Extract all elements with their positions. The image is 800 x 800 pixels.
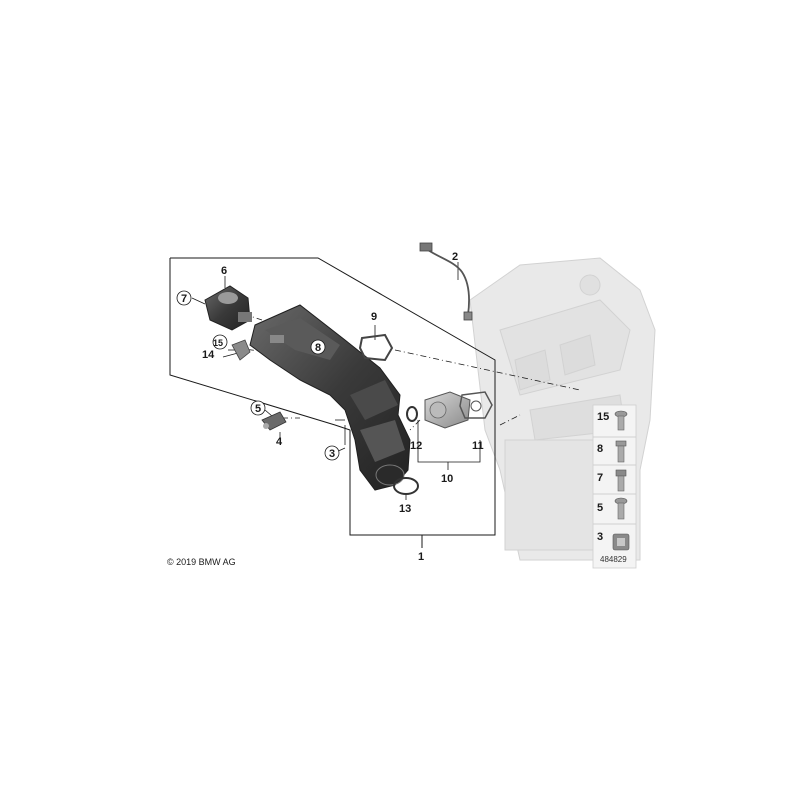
diagram-id: 484829 [600,555,627,564]
sensor-part [261,411,287,431]
callout-3: 3 [329,448,335,460]
callout-8: 8 [315,342,321,354]
actuator-part [204,285,252,331]
callout-5: 5 [255,403,261,415]
callout-14: 14 [202,349,215,361]
callout-9: 9 [371,311,377,323]
callout-11: 11 [472,440,484,452]
callout-4: 4 [276,436,283,448]
screw-15-icon [614,410,628,431]
valve-part [424,391,471,429]
clip-3-icon [612,533,630,551]
callout-12: 12 [410,440,422,452]
callout-2: 2 [452,251,458,263]
sensor-cable-part [419,242,473,321]
legend-item-4: 5 [597,502,603,514]
bracket-part [231,339,251,361]
intake-manifold [249,304,411,491]
screw-7-icon [615,469,627,492]
callouts: 1 2 3 4 5 6 7 8 9 10 11 12 13 14 15 [176,251,484,563]
gasket-11-part [459,391,493,419]
callout-10: 10 [441,473,453,485]
callout-1: 1 [418,551,424,563]
o-ring-13-part [393,477,419,495]
legend-item-2: 8 [597,443,603,455]
gasket-part [358,333,394,362]
callout-13: 13 [399,503,411,515]
screw-8-icon [615,440,627,463]
engine-block-ghost [469,257,656,561]
legend-item-1: 15 [597,411,609,423]
fastener-legend: 15 8 7 5 3 [592,404,637,569]
legend-item-3: 7 [597,472,603,484]
o-ring-12-part [406,406,418,422]
callout-15: 15 [213,338,223,348]
screw-5-icon [614,497,628,520]
legend-item-5: 3 [597,531,603,543]
callout-6: 6 [221,265,227,277]
callout-7: 7 [181,293,187,305]
copyright-notice: © 2019 BMW AG [167,557,236,567]
assembly-outline [169,257,496,548]
